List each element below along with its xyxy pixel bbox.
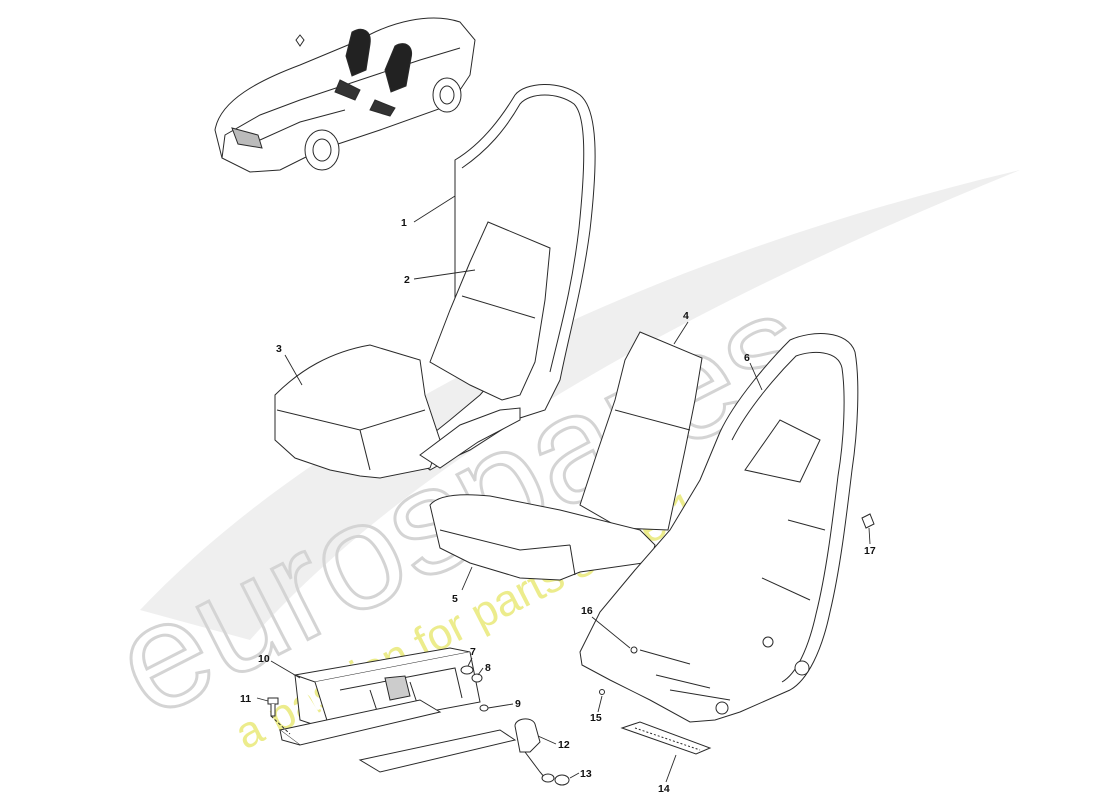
leader-7	[467, 657, 473, 667]
leader-17	[868, 527, 871, 545]
part-5-seat-cushion	[429, 494, 656, 581]
vehicle-thumbnail	[214, 17, 476, 173]
leader-13	[569, 772, 580, 779]
leader-lines	[256, 195, 871, 783]
part-17-clip	[861, 513, 875, 529]
callout-12: 12	[558, 739, 570, 751]
part-16-clip	[630, 646, 638, 654]
callout-6: 6	[744, 352, 750, 364]
watermark-swoosh	[140, 170, 1020, 640]
leader-6	[749, 362, 763, 391]
leader-2	[413, 269, 476, 280]
leader-12	[537, 735, 557, 745]
callout-1: 1	[401, 217, 407, 229]
callout-14: 14	[658, 783, 670, 795]
leader-8	[477, 667, 484, 676]
part-3-cushion	[274, 344, 521, 479]
part-8-nut	[471, 673, 483, 683]
part-14-plate	[620, 721, 712, 755]
part-15-pin	[599, 689, 605, 695]
leader-10	[270, 660, 301, 679]
leader-4	[673, 321, 689, 345]
callout-13: 13	[580, 768, 592, 780]
leader-16	[591, 616, 631, 649]
callout-labels: 1 2 3 4 5 6 7 8 9 10 11 12 13 14 15 16 1…	[240, 217, 876, 795]
leader-14	[665, 754, 677, 783]
leader-9	[487, 703, 514, 709]
part-9-clip	[479, 704, 489, 712]
callout-17: 17	[864, 545, 876, 557]
part-2-back-panel	[429, 221, 551, 401]
callout-4: 4	[683, 310, 689, 322]
leader-3	[284, 354, 303, 386]
leader-1	[413, 195, 456, 223]
callout-2: 2	[404, 274, 410, 286]
callout-10: 10	[258, 653, 270, 665]
callout-9: 9	[515, 698, 521, 710]
callout-7: 7	[470, 646, 476, 658]
leader-15	[597, 695, 603, 713]
callout-11: 11	[240, 693, 251, 705]
part-10-seat-frame	[278, 647, 517, 773]
callout-15: 15	[590, 712, 602, 724]
part-6-seat-shell	[579, 333, 859, 723]
callout-3: 3	[276, 343, 282, 355]
callout-16: 16	[581, 605, 593, 617]
part-12-buckle	[514, 718, 555, 783]
leader-11	[256, 697, 269, 702]
part-7-washer	[460, 665, 474, 675]
callout-8: 8	[485, 662, 491, 674]
part-11-bolt	[267, 697, 291, 735]
part-13-bolt	[554, 774, 570, 786]
callout-5: 5	[452, 593, 458, 605]
leader-5	[461, 566, 473, 591]
